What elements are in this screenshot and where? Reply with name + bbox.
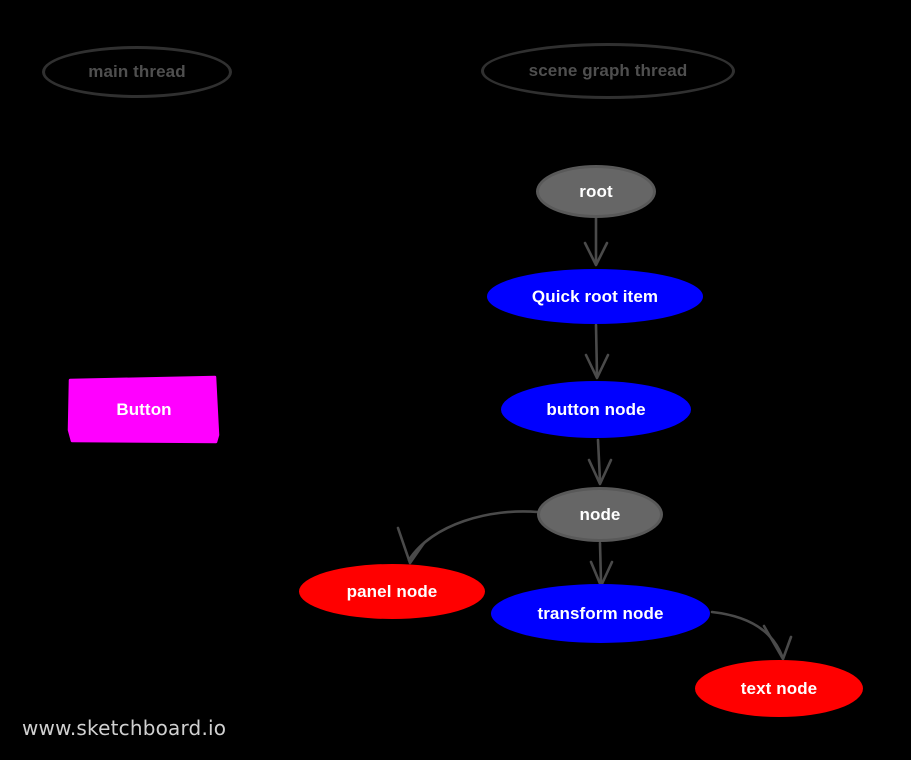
node-transform-node[interactable]: transform node (491, 584, 710, 643)
thread-main-thread[interactable]: main thread (42, 46, 232, 98)
watermark-text: www.sketchboard.io (22, 716, 227, 740)
ui-button-shape[interactable]: Button (64, 372, 224, 448)
node-node[interactable]: node (537, 487, 663, 542)
edge-node-to-transform-node (589, 541, 614, 588)
sketch-rect-outline (67, 375, 220, 444)
node-text-node[interactable]: text node (695, 660, 863, 717)
edge-button-node-to-node (587, 438, 613, 486)
node-button-node[interactable]: button node (501, 381, 691, 438)
node-label: text node (740, 678, 818, 698)
edge-root-to-quick-root-item (583, 216, 609, 267)
edge-quick-root-item-to-button-node (584, 323, 610, 380)
node-label: transform node (537, 603, 664, 623)
edge-transform-node-to-text-node (710, 610, 793, 661)
node-label: root (579, 181, 613, 201)
node-label: button node (546, 399, 646, 419)
edge-node-to-panel-node (396, 510, 540, 565)
node-root[interactable]: root (536, 165, 656, 218)
node-label: panel node (346, 581, 438, 601)
thread-scene-graph-thread[interactable]: scene graph thread (481, 43, 735, 99)
watermark-sketchboard: www.sketchboard.io (22, 716, 226, 740)
thread-label: scene graph thread (528, 61, 688, 81)
node-panel-node[interactable]: panel node (299, 564, 485, 619)
node-label: Quick root item (531, 286, 659, 306)
node-label: node (579, 504, 621, 524)
node-quick-root-item[interactable]: Quick root item (487, 269, 703, 324)
thread-label: main thread (88, 62, 186, 82)
